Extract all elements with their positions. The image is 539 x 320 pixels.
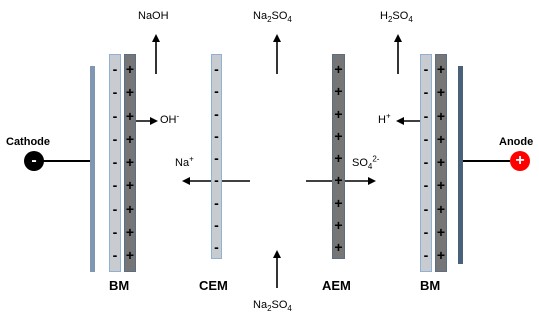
plus-sign: + xyxy=(436,84,446,101)
plus-sign: + xyxy=(334,239,343,255)
na2so4-bottom-label: Na2SO4 xyxy=(253,299,292,314)
minus-sign: - xyxy=(214,216,219,233)
minus-sign: - xyxy=(112,107,118,124)
anode-label: Anode xyxy=(499,136,534,148)
plus-sign: + xyxy=(334,216,343,233)
plus-sign: + xyxy=(436,61,446,77)
plus-sign: + xyxy=(436,200,446,217)
minus-sign: - xyxy=(214,83,219,100)
minus-sign: - xyxy=(423,130,429,147)
cathode-minus-icon: - xyxy=(24,151,44,171)
bm-left-minus-signs: - - - - - - - - - xyxy=(109,62,121,262)
bm-left-plus-signs: + + + + + + + + + xyxy=(124,62,136,262)
plus-sign: + xyxy=(436,223,446,240)
minus-sign: - xyxy=(214,150,219,166)
anode-plus-icon: + xyxy=(510,151,530,171)
bm-left-light-layer xyxy=(109,54,121,272)
h-ion-label: H+ xyxy=(378,111,391,126)
minus-sign: - xyxy=(423,154,429,170)
oh-ion-label: OH- xyxy=(160,111,180,126)
plus-sign: + xyxy=(436,177,446,194)
bm-right-plus-signs: + + + + + + + + + xyxy=(435,62,447,262)
plus-sign: + xyxy=(125,107,135,124)
minus-sign: - xyxy=(112,223,118,240)
bm-left-label: BM xyxy=(109,278,130,293)
minus-sign: - xyxy=(423,200,429,217)
plus-sign: + xyxy=(334,150,343,166)
plus-sign: + xyxy=(125,130,135,147)
plus-sign: + xyxy=(334,127,343,144)
cathode-label: Cathode xyxy=(6,136,50,148)
minus-sign: - xyxy=(423,61,429,77)
plus-sign: + xyxy=(334,194,343,211)
minus-sign: - xyxy=(112,200,118,217)
plus-sign: + xyxy=(436,247,446,263)
minus-sign: - xyxy=(214,172,219,189)
minus-sign: - xyxy=(214,105,219,122)
plus-sign: + xyxy=(334,105,343,122)
bm-right-minus-signs: - - - - - - - - - xyxy=(420,62,432,262)
plus-sign: + xyxy=(125,154,135,170)
bm-left-white-gap xyxy=(121,54,124,272)
minus-sign: - xyxy=(112,177,118,194)
plus-sign: + xyxy=(334,83,343,100)
h2so4-label: H2SO4 xyxy=(380,10,413,25)
minus-sign: - xyxy=(112,247,118,263)
bm-right-white-gap xyxy=(432,54,435,272)
plus-sign: + xyxy=(436,154,446,170)
cem-membrane xyxy=(211,54,222,259)
plus-sign: + xyxy=(125,61,135,77)
bm-right-light-layer xyxy=(420,54,432,272)
plus-sign: + xyxy=(125,223,135,240)
minus-sign: - xyxy=(112,61,118,77)
minus-sign: - xyxy=(214,61,219,77)
bm-left-dark-layer xyxy=(124,54,136,272)
anode-plate xyxy=(458,66,463,264)
minus-sign: - xyxy=(112,130,118,147)
bm-right-dark-layer xyxy=(435,54,447,272)
plus-sign: + xyxy=(125,247,135,263)
bm-right-label: BM xyxy=(420,278,441,293)
minus-sign: - xyxy=(214,239,219,255)
plus-sign: + xyxy=(334,61,343,77)
minus-sign: - xyxy=(423,247,429,263)
na2so4-top-label: Na2SO4 xyxy=(253,10,292,25)
plus-sign: + xyxy=(125,84,135,101)
aem-plus-signs: + + + + + + + + + xyxy=(332,62,345,254)
minus-sign: - xyxy=(214,127,219,144)
naoh-label: NaOH xyxy=(138,10,169,22)
cem-label: CEM xyxy=(199,278,228,293)
aem-label: AEM xyxy=(322,278,351,293)
cathode-plate xyxy=(90,66,95,272)
plus-sign: + xyxy=(334,172,343,189)
plus-sign: + xyxy=(436,130,446,147)
so4-ion-label: SO42- xyxy=(352,154,380,172)
minus-sign: - xyxy=(214,194,219,211)
na-ion-label: Na+ xyxy=(175,154,194,169)
plus-sign: + xyxy=(125,200,135,217)
minus-sign: - xyxy=(112,84,118,101)
minus-sign: - xyxy=(423,177,429,194)
plus-sign: + xyxy=(125,177,135,194)
minus-sign: - xyxy=(423,107,429,124)
plus-sign: + xyxy=(436,107,446,124)
minus-sign: - xyxy=(423,223,429,240)
minus-sign: - xyxy=(112,154,118,170)
cem-minus-signs: - - - - - - - - - xyxy=(211,62,222,254)
minus-sign: - xyxy=(423,84,429,101)
aem-membrane xyxy=(332,54,345,259)
